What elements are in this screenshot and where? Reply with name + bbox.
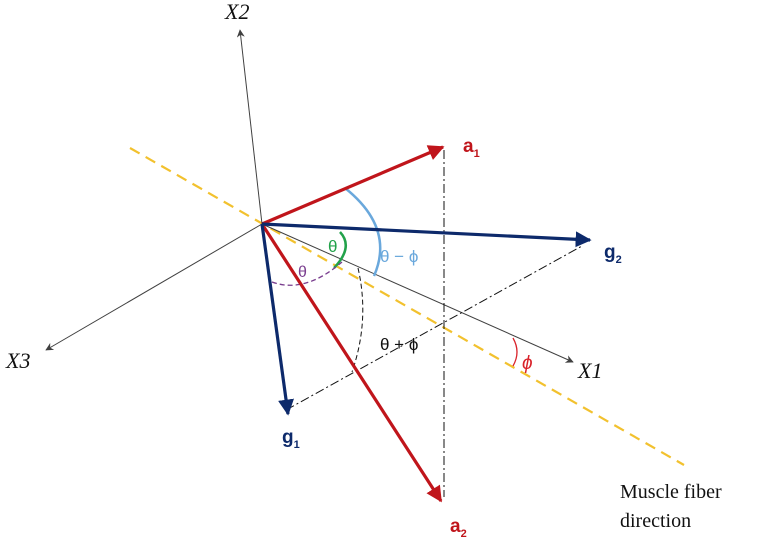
theta-purple-arc: [271, 261, 343, 286]
theta-plus-phi-label: θ + ϕ: [380, 335, 418, 354]
g-projection-line: [285, 245, 583, 411]
x1-axis: [261, 223, 574, 363]
theta-green-arc: [333, 231, 347, 269]
x3-axis: [45, 223, 263, 351]
vector-a1: [261, 145, 445, 226]
vector-a2-label: a2: [450, 516, 467, 540]
theta-plus-phi-arc: [351, 267, 364, 373]
vector-g2-label: g2: [604, 242, 622, 266]
theta-green-label: θ: [328, 237, 337, 256]
vector-a1-label: a1: [463, 136, 480, 160]
vector-g1: [260, 223, 294, 416]
x3-axis-label: X3: [5, 348, 30, 373]
vector-a2: [260, 223, 443, 503]
x2-axis: [236, 29, 263, 225]
fiber-annotation-line1: Muscle fiber: [620, 481, 722, 503]
theta-purple-label: θ: [298, 264, 307, 281]
vector-g1-label: g1: [282, 427, 300, 451]
vector-g2: [261, 222, 592, 248]
x1-axis-label: X1: [577, 358, 602, 383]
muscle-fiber-line: [129, 147, 685, 466]
phi-label: ϕ: [522, 353, 533, 374]
fiber-annotation-line2: direction: [620, 510, 691, 532]
phi-arc: [512, 337, 518, 367]
theta-minus-phi-label: θ − ϕ: [380, 247, 418, 266]
x2-axis-label: X2: [224, 0, 249, 24]
